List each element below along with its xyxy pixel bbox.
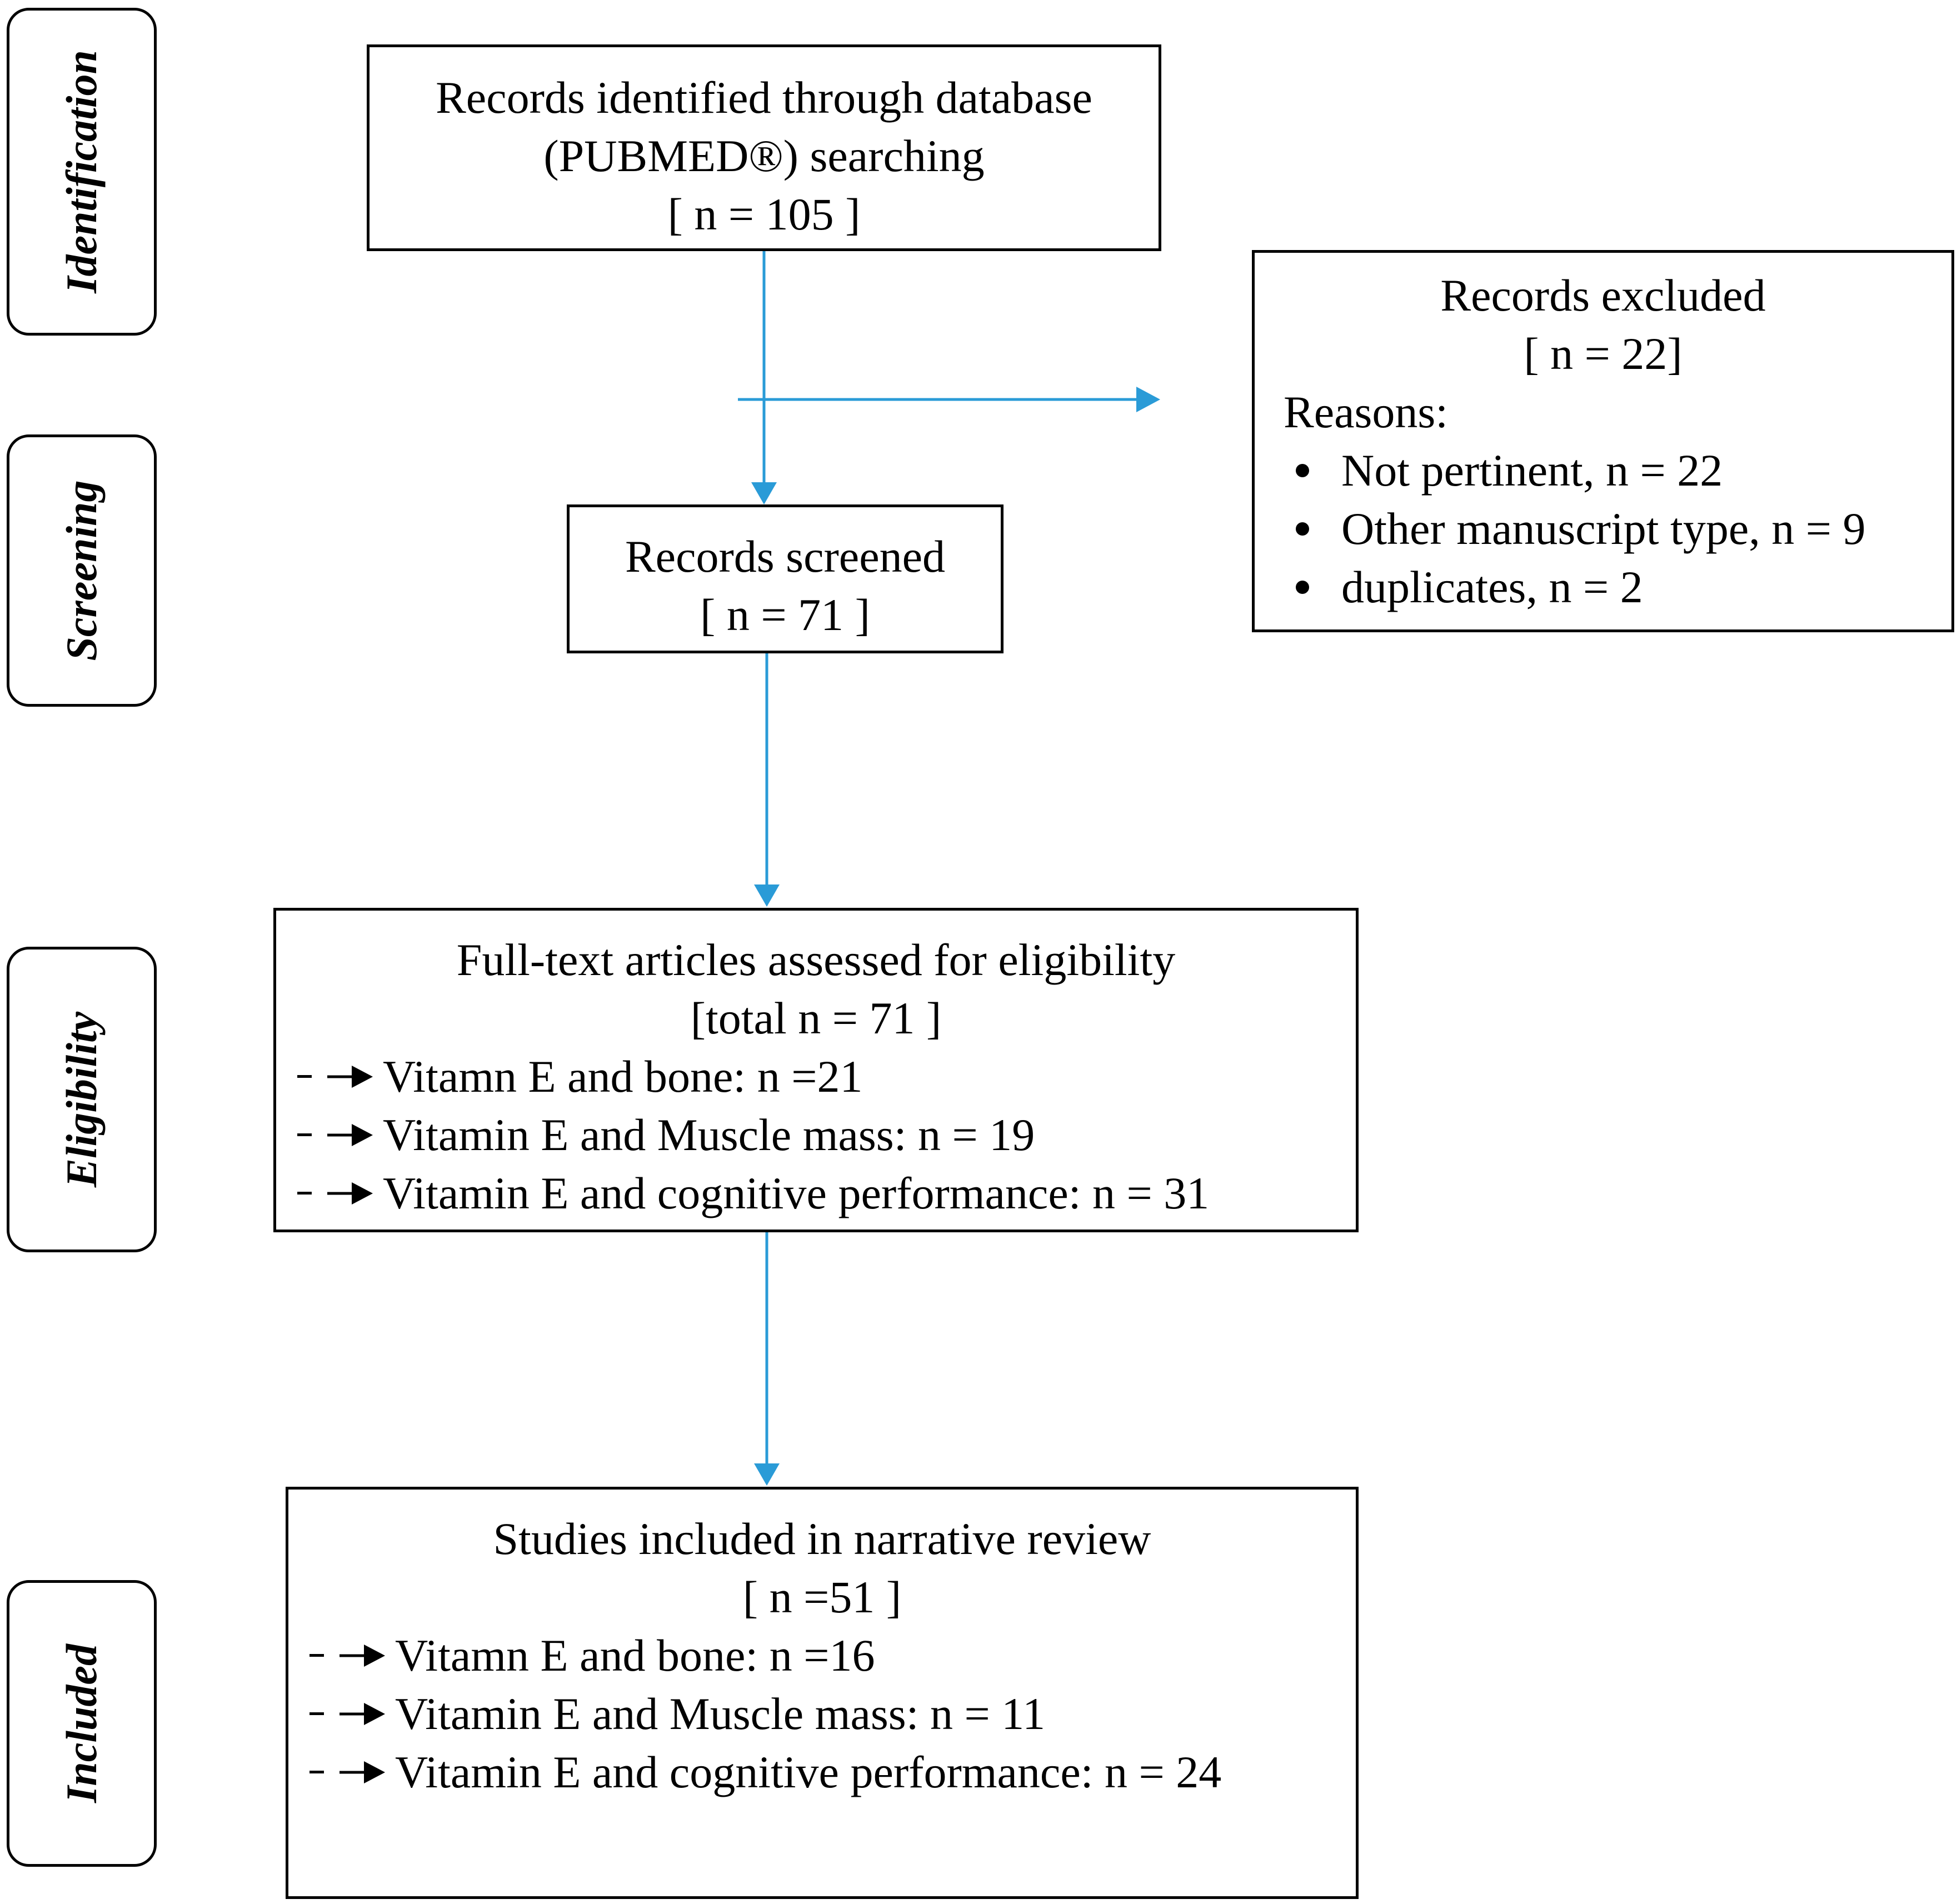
excluded-box: Records excluded [ n = 22] Reasons: Not … (1252, 250, 1954, 632)
dash-icon (309, 1712, 324, 1715)
excluded-reason-text: Other manuscript type, n = 9 (1341, 503, 1866, 554)
excluded-reason-text: Not pertinent, n = 22 (1341, 445, 1723, 496)
eligibility-title: Full-text articles assessed for eligibil… (456, 934, 1176, 985)
stage-screening: Screening (7, 434, 157, 707)
excluded-reason-text: duplicates, n = 2 (1341, 562, 1643, 612)
dash-icon (297, 1133, 312, 1136)
arrow-right-icon (340, 1702, 385, 1725)
included-count: [ n =51 ] (742, 1572, 902, 1622)
eligibility-item-text: Vitamn E and bone: n =21 (383, 1051, 863, 1102)
included-item-text: Vitamin E and cognitive performance: n =… (395, 1747, 1222, 1797)
included-item: Vitamn E and bone: n =16 (309, 1626, 1356, 1685)
included-item-text: Vitamin E and Muscle mass: n = 11 (395, 1688, 1046, 1739)
bullet-icon (1296, 463, 1309, 477)
excluded-count: [ n = 22] (1524, 328, 1683, 379)
screened-box: Records screened [ n = 71 ] (567, 504, 1004, 653)
included-title: Studies included in narrative review (493, 1513, 1151, 1564)
identified-line2: (PUBMED®) searching (543, 131, 985, 181)
arrow-right-icon (340, 1644, 385, 1667)
arrowhead-excluded (1136, 387, 1160, 412)
excluded-reason: Other manuscript type, n = 9 (1284, 499, 1951, 558)
identified-box: Records identified through database (PUB… (367, 44, 1161, 251)
stage-identification: Identification (7, 8, 157, 336)
arrow-right-icon (340, 1761, 385, 1783)
dash-icon (297, 1192, 312, 1195)
eligibility-item: Vitamn E and bone: n =21 (297, 1047, 1356, 1106)
screened-title: Records screened (625, 531, 945, 582)
arrow-right-icon (327, 1182, 373, 1205)
eligibility-item: Vitamin E and cognitive performance: n =… (297, 1164, 1356, 1222)
arrowhead-screened (751, 482, 777, 504)
arrow-right-icon (327, 1123, 373, 1146)
included-item: Vitamin E and cognitive performance: n =… (309, 1743, 1356, 1801)
stage-included: Included (7, 1580, 157, 1867)
bullet-icon (1296, 580, 1309, 594)
dash-icon (297, 1075, 312, 1078)
included-item-text: Vitamn E and bone: n =16 (395, 1630, 875, 1681)
eligibility-item-text: Vitamin E and cognitive performance: n =… (383, 1168, 1210, 1218)
identified-count: [ n = 105 ] (667, 189, 861, 239)
bullet-icon (1296, 522, 1309, 536)
eligibility-item-text: Vitamin E and Muscle mass: n = 19 (383, 1110, 1035, 1160)
included-item: Vitamin E and Muscle mass: n = 11 (309, 1685, 1356, 1743)
excluded-title: Records excluded (1440, 270, 1766, 321)
excluded-reason: Not pertinent, n = 22 (1284, 441, 1951, 499)
dash-icon (309, 1771, 324, 1773)
excluded-reasons-label: Reasons: (1284, 387, 1449, 437)
eligibility-item: Vitamin E and Muscle mass: n = 19 (297, 1106, 1356, 1164)
screened-count: [ n = 71 ] (700, 589, 870, 640)
arrow-right-icon (327, 1065, 373, 1088)
included-box: Studies included in narrative review [ n… (286, 1487, 1359, 1899)
arrowhead-included (754, 1463, 780, 1486)
dash-icon (309, 1654, 324, 1657)
excluded-reason: duplicates, n = 2 (1284, 558, 1951, 616)
eligibility-count: [total n = 71 ] (690, 993, 942, 1043)
eligibility-box: Full-text articles assessed for eligibil… (273, 908, 1359, 1232)
stage-eligibility: Eligibility (7, 947, 157, 1252)
arrowhead-eligibility (754, 884, 780, 907)
identified-line1: Records identified through database (436, 72, 1092, 123)
